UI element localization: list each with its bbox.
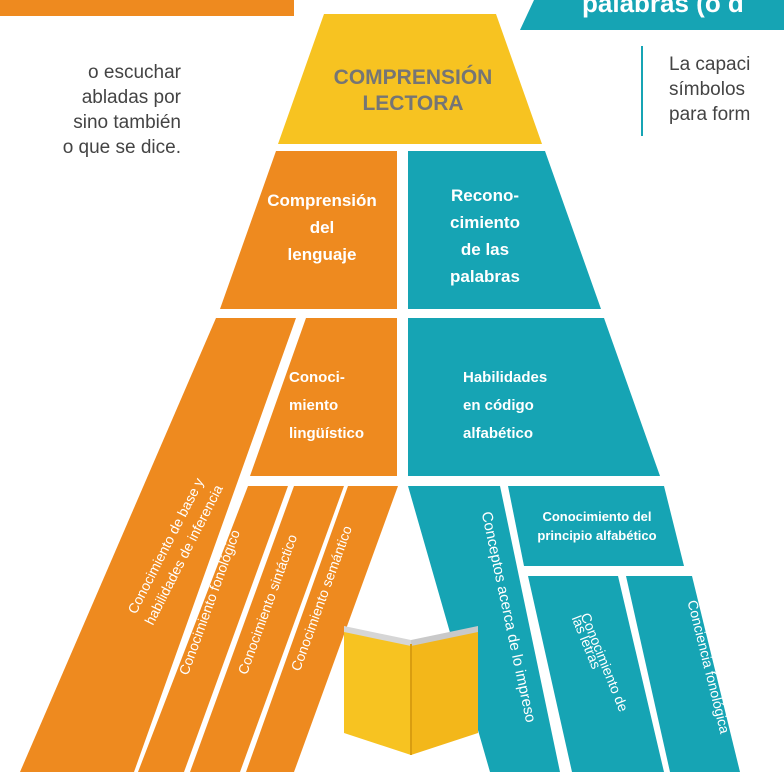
- apex-title-line-1: COMPRENSIÓN: [334, 65, 493, 89]
- sintactico-strand: [190, 486, 344, 772]
- habilidades-line-3: alfabético: [463, 425, 533, 442]
- habilidades-line-1: Habilidades: [463, 369, 547, 386]
- reconocimiento-line-3: de las: [461, 240, 509, 259]
- right-paragraph: La capaci símbolos para form: [669, 52, 750, 127]
- principio-line-1: Conocimiento del: [542, 509, 651, 524]
- left-text-line-4: o que se dice.: [62, 137, 181, 158]
- header-right-bar: [520, 0, 784, 30]
- left-text-line-2: abladas por: [81, 87, 181, 108]
- reconocimiento-line-4: palabras: [450, 267, 520, 286]
- comprension-line-1: Comprensión: [267, 191, 377, 210]
- left-paragraph: o escuchar abladas por sino también o qu…: [63, 60, 181, 160]
- header-right-label: palabras (o d: [582, 0, 744, 18]
- habilidades-line-2: en código: [463, 397, 534, 414]
- base-inferencia-strand: [20, 318, 296, 772]
- reconocimiento-line-2: cimiento: [450, 213, 520, 232]
- right-text-line-3: para form: [669, 104, 751, 125]
- apex-title-line-2: LECTORA: [362, 92, 463, 115]
- right-text-line-1: La capaci: [669, 54, 751, 75]
- principio-line-2: principio alfabético: [537, 528, 656, 543]
- comprension-lenguaje-block: [220, 151, 397, 309]
- letras-strand: [528, 576, 664, 772]
- linguistico-line-3: lingüístico: [289, 425, 364, 442]
- left-text-line-1: o escuchar: [88, 62, 181, 83]
- comprension-line-2: del: [310, 218, 335, 237]
- reconocimiento-palabras-block: [408, 151, 601, 309]
- linguistico-line-2: miento: [289, 397, 338, 414]
- conceptos-impreso-strand: [408, 486, 560, 772]
- left-text-line-3: sino también: [73, 112, 181, 133]
- linguistico-line-1: Conoci-: [289, 369, 345, 386]
- fonologico-strand: [138, 486, 288, 772]
- comprension-line-3: lenguaje: [288, 245, 357, 264]
- habilidades-codigo-block: [408, 318, 660, 476]
- semantico-strand: [246, 486, 398, 772]
- header-left-bar: [0, 0, 294, 16]
- right-text-line-2: símbolos: [669, 79, 746, 100]
- principio-alfabetico-block: [508, 486, 684, 566]
- apex-block: [278, 14, 542, 144]
- reconocimiento-line-1: Recono-: [451, 186, 519, 205]
- conciencia-fonologica-strand: [626, 576, 740, 772]
- open-book-icon: [344, 626, 478, 755]
- conocimiento-linguistico-block: [250, 318, 397, 476]
